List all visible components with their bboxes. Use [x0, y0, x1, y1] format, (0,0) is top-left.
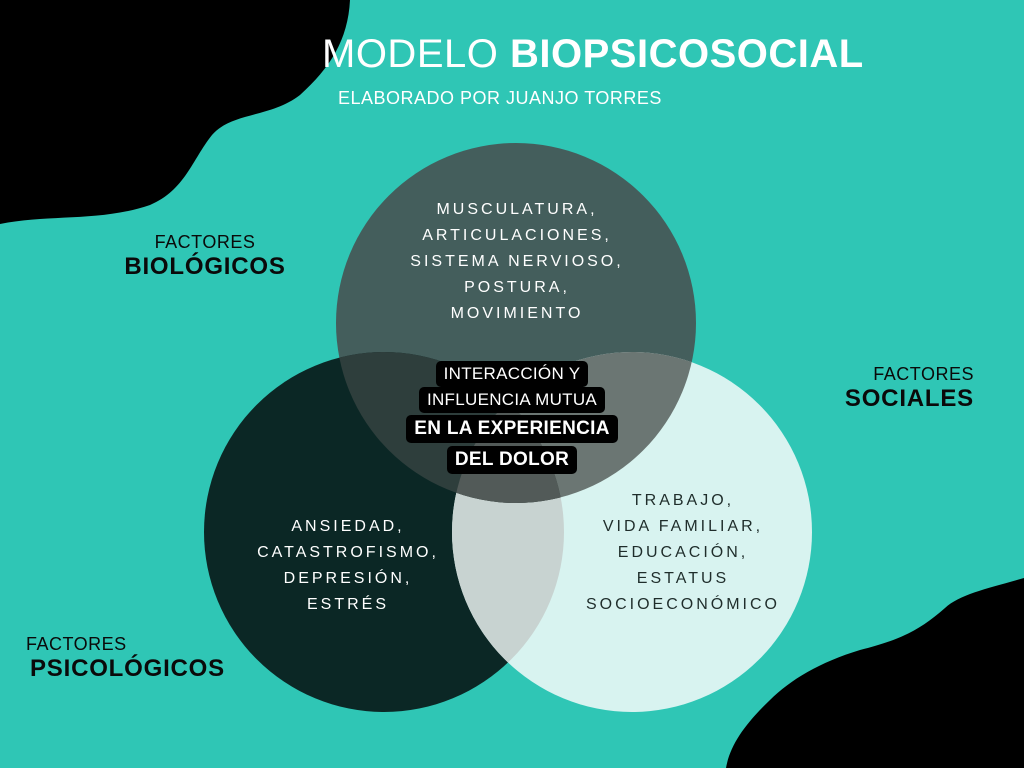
list-item: ESTRÉS	[306, 596, 389, 613]
sociales-list: TRABAJO, VIDA FAMILIAR, EDUCACIÓN, ESTAT…	[560, 488, 806, 618]
factor-psicologicos-line2: PSICOLÓGICOS	[30, 655, 225, 682]
list-item: SISTEMA NERVIOSO,	[410, 253, 624, 270]
list-item: ANSIEDAD,	[291, 518, 405, 535]
center-text-experiencia: EN LA EXPERIENCIA	[406, 415, 618, 443]
title-bold: BIOPSICOSOCIAL	[509, 32, 864, 76]
factor-biologicos-line1: FACTORES	[154, 232, 256, 252]
factor-sociales-line2: SOCIALES	[844, 385, 974, 412]
factor-label-psicologicos: FACTORES PSICOLÓGICOS	[26, 634, 246, 683]
top-left-blob	[0, 0, 350, 224]
factor-sociales-line1: FACTORES	[873, 364, 974, 384]
list-item: VIDA FAMILIAR,	[602, 518, 764, 535]
factor-biologicos-line2: BIOLÓGICOS	[124, 253, 286, 280]
list-item: ESTATUS	[636, 570, 730, 587]
center-tag-line4: DEL DOLOR	[0, 446, 1024, 474]
center-text-influencia: INFLUENCIA MUTUA	[418, 387, 606, 413]
factor-psicologicos-line1: FACTORES	[26, 634, 127, 654]
list-item: DEPRESIÓN,	[283, 570, 413, 587]
center-text-dolor: DEL DOLOR	[446, 446, 578, 474]
list-item: SOCIOECONÓMICO	[585, 596, 780, 613]
list-item: POSTURA,	[464, 279, 570, 296]
center-text-interaccion: INTERACCIÓN Y	[435, 361, 589, 387]
list-item: ARTICULACIONES,	[422, 227, 612, 244]
biologicos-list: MUSCULATURA, ARTICULACIONES, SISTEMA NER…	[376, 197, 658, 327]
title-light: MODELO	[322, 32, 499, 76]
psicologicos-list: ANSIEDAD, CATASTROFISMO, DEPRESIÓN, ESTR…	[226, 514, 470, 618]
list-item: MUSCULATURA,	[436, 201, 598, 218]
list-item: MOVIMIENTO	[450, 305, 584, 322]
page-title: MODELO BIOPSICOSOCIAL	[322, 32, 882, 77]
list-item: EDUCACIÓN,	[617, 544, 749, 561]
factor-label-biologicos: FACTORES BIOLÓGICOS	[120, 232, 290, 281]
list-item: TRABAJO,	[631, 492, 735, 509]
factor-label-sociales: FACTORES SOCIALES	[822, 364, 974, 413]
subtitle: ELABORADO POR JUANJO TORRES	[338, 88, 662, 108]
list-item: CATASTROFISMO,	[257, 544, 439, 561]
bottom-right-blob	[726, 578, 1024, 768]
center-tag-line1: INTERACCIÓN Y	[0, 361, 1024, 387]
center-tag-line2: INFLUENCIA MUTUA	[0, 387, 1024, 413]
center-tag-line3: EN LA EXPERIENCIA	[0, 415, 1024, 443]
